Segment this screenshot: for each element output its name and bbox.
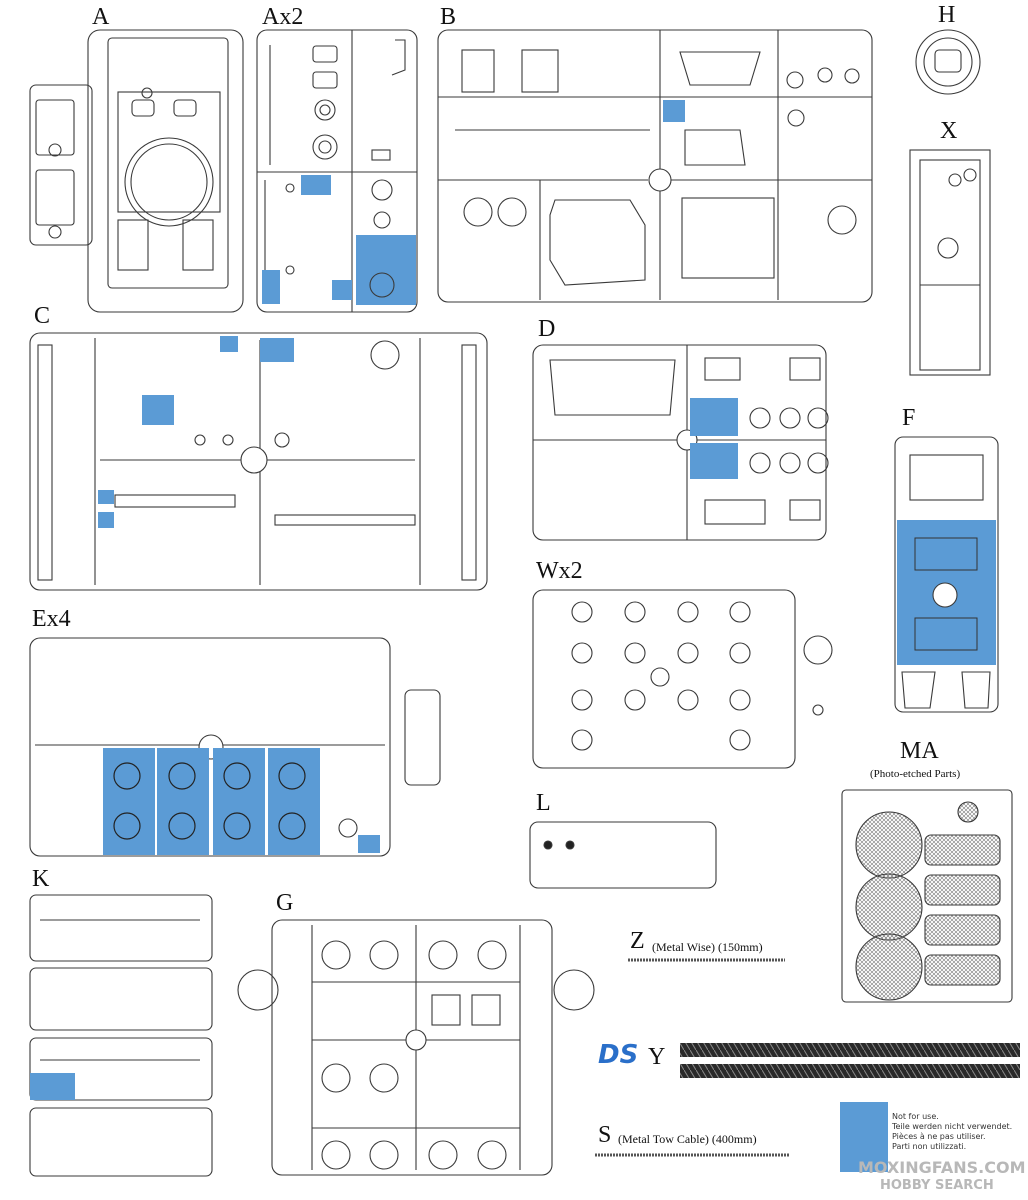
metal-wise-label: (Metal Wise) (150mm) <box>652 940 763 954</box>
part-a-33 <box>369 272 395 298</box>
sprue-b-frame <box>437 29 873 303</box>
watermark-brand: HOBBY SEARCH <box>880 1178 994 1193</box>
sprue-d-frame <box>532 344 829 541</box>
sprue-h-part <box>915 29 981 95</box>
highlight-e-10 <box>157 748 209 855</box>
ma-subtitle: (Photo-etched Parts) <box>870 768 961 780</box>
highlight-a-38 <box>332 280 352 300</box>
sprue-l-frame <box>529 821 717 889</box>
legend-swatch <box>840 1102 888 1172</box>
legend-line-4: Parti non utilizzati. <box>892 1142 967 1151</box>
highlight-c-9 <box>142 395 174 425</box>
highlight-d-20 <box>690 443 738 479</box>
highlight-k-29 <box>30 1073 75 1100</box>
tow-cable-label: (Metal Tow Cable) (400mm) <box>618 1132 757 1146</box>
sprue-k-frame <box>29 894 213 1177</box>
sprue-c-frame <box>29 332 488 591</box>
highlight-c-52 <box>220 336 238 352</box>
highlight-d-4 <box>690 398 738 436</box>
legend-line-2: Teile werden nicht verwendet. <box>892 1122 1013 1131</box>
sprue-label-h: H <box>938 2 956 28</box>
sprue-label-ax2: Ax2 <box>262 4 304 30</box>
highlight-e-9 <box>103 748 155 855</box>
legend-line-1: Not for use. <box>892 1112 939 1121</box>
highlight-a-21 <box>301 175 331 195</box>
ds-logo: DS <box>598 1040 639 1070</box>
tow-cable-letter: S <box>598 1122 612 1148</box>
sprue-label-k: K <box>32 866 50 892</box>
sprue-a-frame <box>29 29 244 313</box>
sprue-label-c: C <box>34 303 51 329</box>
sprue-wx2-frame <box>532 589 833 769</box>
sprue-label-a: A <box>92 4 110 30</box>
sprue-x-part <box>909 149 991 376</box>
highlight-b-23 <box>663 100 685 122</box>
highlight-e-18 <box>358 835 380 853</box>
spring-track-1 <box>680 1043 1020 1057</box>
sprue-ax2-frame <box>256 29 418 313</box>
highlight-a-37 <box>262 270 280 304</box>
highlight-e-11 <box>213 748 265 855</box>
spring-track-2 <box>680 1064 1020 1078</box>
sprue-ma-frame <box>841 789 1013 1003</box>
sprue-label-l: L <box>536 790 551 816</box>
highlight-a-32-33 <box>356 235 416 305</box>
sprue-label-b: B <box>440 4 457 30</box>
sprue-label-y: Y <box>648 1044 666 1070</box>
highlight-c-54 <box>98 512 114 528</box>
sprue-label-x: X <box>940 118 958 144</box>
sprue-g-frame <box>237 919 595 1176</box>
watermark-site: MOXINGFANS.COM <box>858 1158 1026 1177</box>
sprue-label-wx2: Wx2 <box>536 558 583 584</box>
sprue-label-ex4: Ex4 <box>32 606 71 632</box>
highlight-c-53 <box>98 490 114 504</box>
sprue-label-d: D <box>538 316 556 342</box>
sprue-label-g: G <box>276 890 294 916</box>
highlight-c-51 <box>260 338 294 362</box>
legend-line-3: Pièces à ne pas utiliser. <box>892 1132 986 1141</box>
metal-wise-letter: Z <box>630 928 645 954</box>
highlight-e-12 <box>268 748 320 855</box>
sprue-label-f: F <box>902 405 916 431</box>
sprue-label-ma: MA <box>900 738 939 764</box>
